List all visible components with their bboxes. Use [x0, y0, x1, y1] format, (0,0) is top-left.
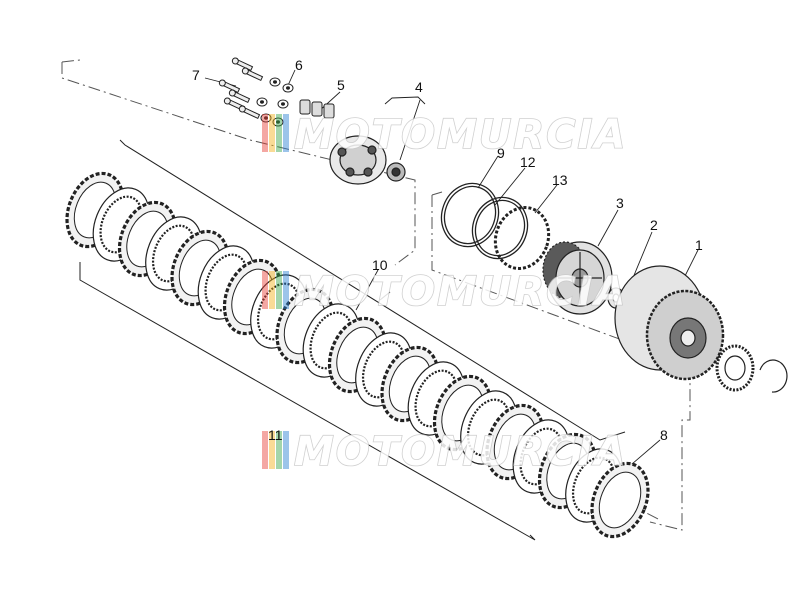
bolts-group	[218, 57, 264, 120]
callout-labels: 7 6 5 4 9 12 13 3 2 1 10 11 8	[192, 57, 703, 443]
watermark-group: MOTOMURCIA MOTOMURCIA MOTOMURCIA	[262, 111, 627, 476]
callout-11: 11	[268, 427, 283, 443]
watermark-stripe	[269, 114, 275, 152]
stack-brackets	[79, 139, 626, 541]
friction-plate	[590, 461, 650, 539]
watermark: MOTOMURCIA	[262, 111, 627, 159]
springs-group	[299, 99, 335, 119]
watermark: MOTOMURCIA	[262, 268, 627, 316]
watermark-stripe	[276, 431, 282, 469]
clutch-basket	[614, 265, 725, 381]
pressure-plate	[329, 135, 406, 185]
watermark-stripe	[262, 271, 268, 309]
clutch-plate-stack	[65, 171, 650, 539]
watermark-text: MOTOMURCIA	[294, 269, 627, 315]
callout-6: 6	[295, 57, 303, 73]
snap-rings	[440, 182, 551, 270]
watermark-stripe	[276, 271, 282, 309]
watermark-text: MOTOMURCIA	[294, 112, 627, 158]
watermark-stripe	[269, 431, 275, 469]
callout-1: 1	[695, 237, 703, 253]
callout-5: 5	[337, 77, 345, 93]
watermark-stripe	[276, 114, 282, 152]
watermark-stripe	[283, 271, 289, 309]
callout-3: 3	[616, 195, 624, 211]
watermark: MOTOMURCIA	[262, 428, 627, 476]
watermark-stripe	[283, 431, 289, 469]
clutch-hub	[542, 241, 613, 315]
washers-group	[256, 77, 294, 127]
watermark-stripe	[283, 114, 289, 152]
callout-2: 2	[650, 217, 658, 233]
callout-4: 4	[415, 79, 423, 95]
watermark-stripe	[262, 431, 268, 469]
callout-12: 12	[520, 154, 536, 170]
callout-7: 7	[192, 67, 200, 83]
gear-and-circlip	[715, 344, 788, 393]
callout-9: 9	[497, 145, 505, 161]
watermark-text: MOTOMURCIA	[294, 429, 627, 475]
watermark-stripe	[269, 271, 275, 309]
callout-13: 13	[552, 172, 568, 188]
callout-8: 8	[660, 427, 668, 443]
callout-10: 10	[372, 257, 388, 273]
watermark-stripe	[262, 114, 268, 152]
